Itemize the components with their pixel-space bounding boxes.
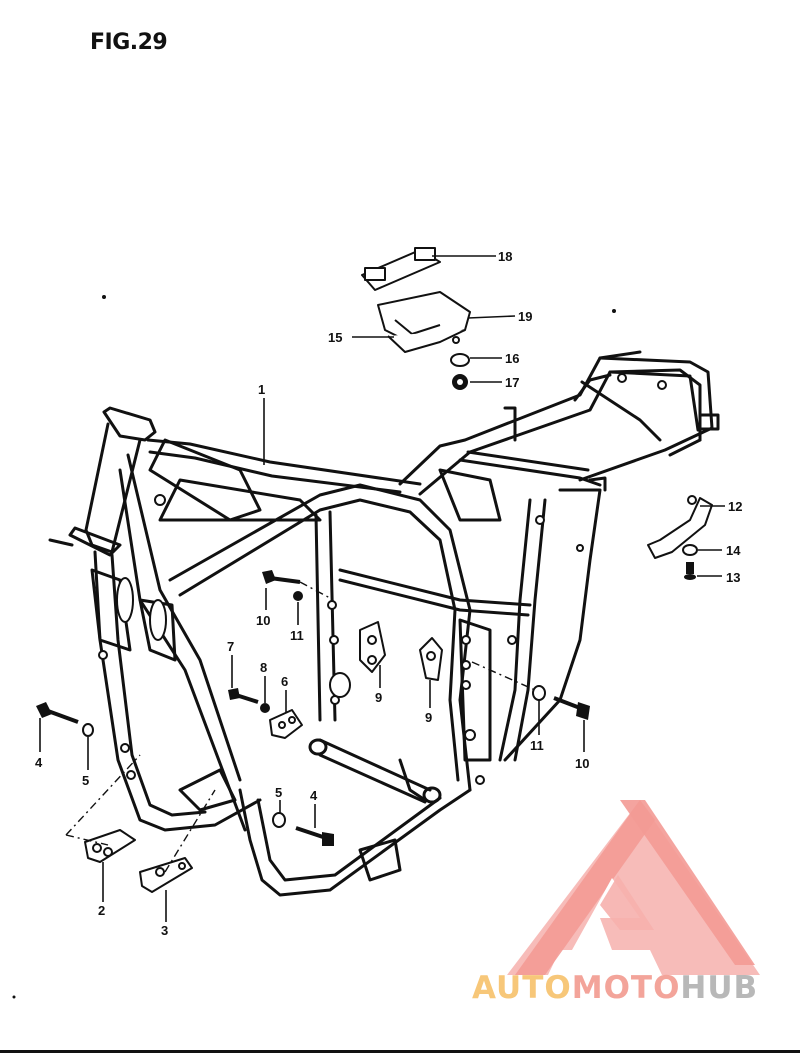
watermark-auto: AUTO — [472, 970, 572, 1006]
callout-labels: 1 2 3 4 4 5 5 6 7 8 9 9 10 10 11 11 12 1… — [35, 249, 742, 938]
callout-1: 1 — [258, 382, 265, 397]
bolt-part-10-upper — [262, 570, 301, 584]
frame-bosses — [98, 373, 667, 785]
callout-15: 15 — [328, 330, 342, 345]
callout-11-right: 11 — [530, 738, 544, 753]
callout-3: 3 — [161, 923, 168, 938]
callout-5-left: 5 — [82, 773, 89, 788]
watermark-moto: MOTO — [571, 970, 681, 1006]
callout-9-left: 9 — [375, 690, 382, 705]
washer-part-5-lower — [272, 812, 286, 828]
callout-12: 12 — [728, 499, 742, 514]
callout-19: 19 — [518, 309, 532, 324]
figure-title: FIG.29 — [90, 30, 168, 55]
callout-4-lower: 4 — [310, 788, 318, 803]
callout-2: 2 — [98, 903, 105, 918]
bracket-part-3 — [139, 857, 193, 893]
speck — [12, 995, 16, 999]
bracket-part-6 — [269, 709, 303, 739]
grommet-part-17 — [452, 374, 468, 390]
callout-10-upper: 10 — [256, 613, 270, 628]
callout-9-right: 9 — [425, 710, 432, 725]
bottom-border — [0, 1050, 800, 1053]
callout-18: 18 — [498, 249, 512, 264]
callout-14: 14 — [726, 543, 741, 558]
watermark-hub: HUB — [680, 970, 759, 1006]
washer-part-11-right — [532, 685, 546, 701]
callout-10-right: 10 — [575, 756, 589, 771]
triangle-m-logo — [507, 800, 760, 975]
callout-7: 7 — [227, 639, 234, 654]
seat-strap-part-18 — [361, 247, 441, 291]
leader-lines — [39, 255, 725, 922]
bracket-part-12 — [647, 495, 713, 559]
washer-part-14 — [682, 544, 698, 556]
bolt-part-10-right — [553, 696, 590, 720]
bracket-part-2 — [84, 829, 136, 863]
nut-part-16 — [450, 353, 470, 367]
washer-part-5-left — [82, 723, 94, 737]
callout-17: 17 — [505, 375, 519, 390]
callout-13: 13 — [726, 570, 740, 585]
callout-4-left: 4 — [35, 755, 43, 770]
watermark-wordmark: AUTOMOTOHUB — [472, 970, 758, 1006]
bolt-part-4-left — [36, 702, 79, 724]
washer-part-11-upper — [293, 591, 303, 601]
bolt-part-7 — [228, 688, 259, 704]
plate-part-9-right — [419, 637, 443, 681]
speck — [102, 295, 106, 299]
callout-5-lower: 5 — [275, 785, 282, 800]
callout-11-upper: 11 — [290, 628, 304, 643]
callout-16: 16 — [505, 351, 519, 366]
main-frame — [48, 350, 720, 897]
bolt-part-4-lower — [295, 826, 334, 846]
speck — [612, 309, 616, 313]
callout-6: 6 — [281, 674, 288, 689]
bolt-part-13 — [684, 562, 696, 580]
washer-part-8 — [260, 703, 270, 713]
assembly-lines — [65, 581, 536, 873]
plate-part-9-left — [359, 621, 386, 673]
callout-8: 8 — [260, 660, 267, 675]
cover-part-19 — [377, 291, 471, 353]
